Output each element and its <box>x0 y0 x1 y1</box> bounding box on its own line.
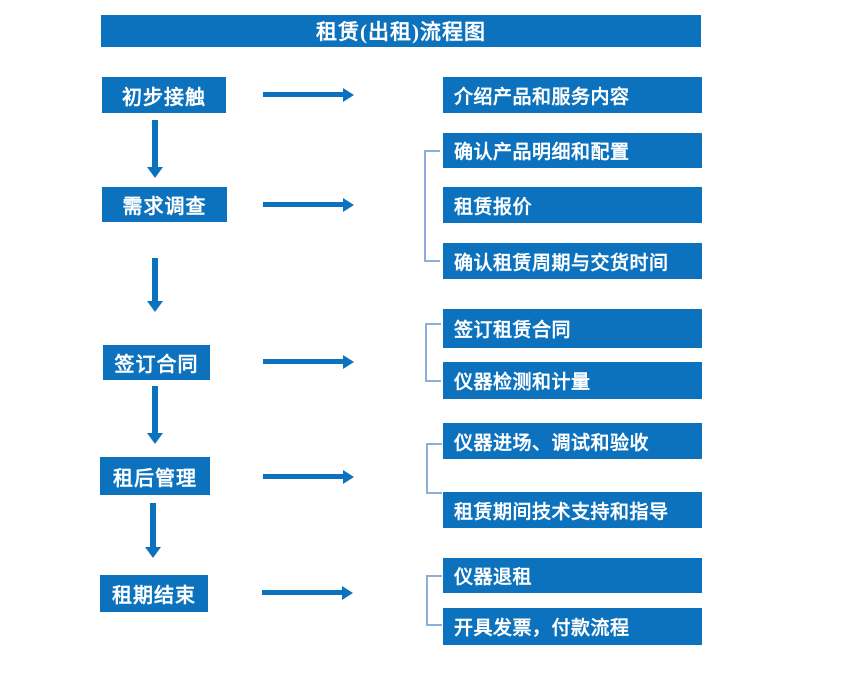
down-arrow-icon-2 <box>152 258 158 301</box>
right-arrow-icon-3 <box>263 359 343 364</box>
down-arrow-icon-3 <box>152 386 158 433</box>
down-arrow-icon-4 <box>150 503 156 547</box>
right-arrow-icon-2 <box>263 202 343 207</box>
step-box-post-rental-management: 租后管理 <box>100 457 210 495</box>
detail-box-rental-quote: 租赁报价 <box>443 187 702 223</box>
step-box-demand-survey: 需求调查 <box>102 187 227 222</box>
detail-box-invoice-payment: 开具发票，付款流程 <box>443 608 702 645</box>
flowchart-title: 租赁(出租)流程图 <box>101 15 701 47</box>
right-arrow-icon-5 <box>262 590 342 595</box>
detail-box-confirm-rental-period: 确认租赁周期与交货时间 <box>443 243 702 279</box>
detail-box-sign-rental-contract: 签订租赁合同 <box>443 309 702 348</box>
detail-box-instrument-inspection: 仪器检测和计量 <box>443 362 702 399</box>
detail-box-confirm-product-details: 确认产品明细和配置 <box>443 133 702 168</box>
step-box-initial-contact: 初步接触 <box>102 77 226 113</box>
detail-box-technical-support: 租赁期间技术支持和指导 <box>443 492 702 528</box>
right-arrow-icon-1 <box>263 92 343 97</box>
detail-box-introduce-products: 介绍产品和服务内容 <box>443 77 702 113</box>
bracket-post-rental-group <box>426 443 442 494</box>
bracket-rental-end-group <box>426 575 442 626</box>
bracket-sign-contract-group <box>425 323 441 382</box>
step-box-rental-end: 租期结束 <box>100 575 208 612</box>
detail-box-instrument-entry: 仪器进场、调试和验收 <box>443 423 702 459</box>
bracket-demand-survey-group <box>424 150 440 262</box>
right-arrow-icon-4 <box>263 474 343 479</box>
down-arrow-icon-1 <box>152 120 158 167</box>
step-box-sign-contract: 签订合同 <box>103 345 210 380</box>
detail-box-instrument-return: 仪器退租 <box>443 558 702 593</box>
